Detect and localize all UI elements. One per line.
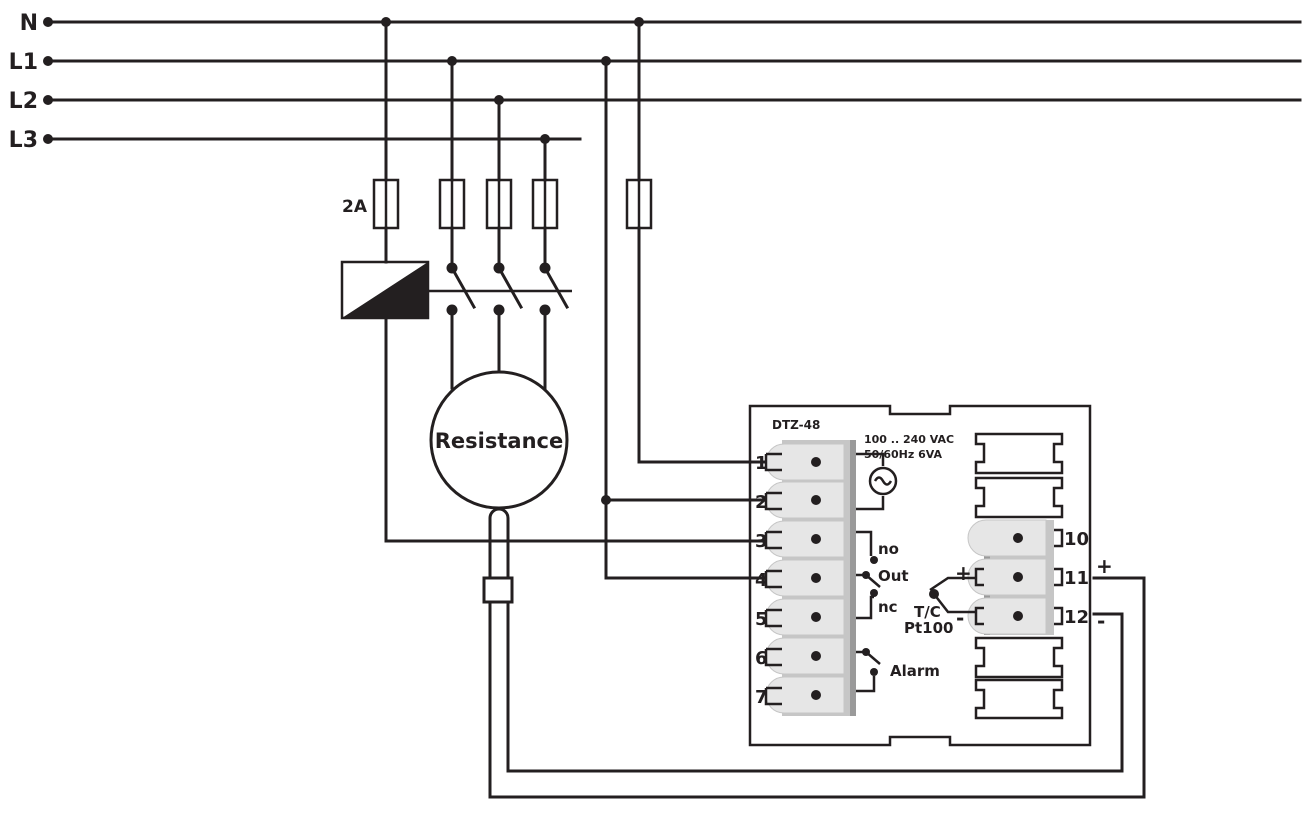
left-terminal-numbers: 1 2 3 4 5 6 7 (755, 453, 768, 708)
left-terminal-stubs (764, 452, 782, 706)
screw-terminal-6 (765, 637, 845, 675)
sensor-label-pt100: Pt100 (904, 619, 953, 637)
contact-label-no: no (878, 540, 899, 558)
polarity-minus-input: - (956, 606, 964, 630)
controller-device: DTZ-48 100 .. 240 VAC 50/60Hz 6VA 1 2 3 … (748, 404, 1092, 747)
resistance-label: Resistance (435, 429, 563, 453)
screw-terminal-10 (967, 519, 1047, 557)
screw-terminal-4 (765, 559, 845, 597)
bus-label-n: N (20, 11, 38, 36)
contactor (340, 260, 572, 390)
contact-label-out: Out (878, 567, 909, 585)
screw-terminals-left (765, 443, 845, 714)
fuse-l2 (485, 178, 513, 230)
screw-terminal-12 (967, 597, 1047, 635)
bus-label-l3: L3 (9, 128, 38, 153)
terminal-10: 10 (1064, 529, 1089, 550)
terminal-2: 2 (755, 492, 768, 513)
bus-label-l2: L2 (9, 89, 38, 114)
contact-label-nc: nc (878, 598, 898, 616)
screw-terminal-11 (967, 558, 1047, 596)
right-terminal-block (967, 432, 1064, 720)
contact-label-alarm: Alarm (890, 662, 940, 680)
drops (381, 17, 768, 580)
polarity-minus-probe: - (1097, 609, 1105, 633)
terminal-4: 4 (755, 570, 768, 591)
fuse-supply (625, 178, 653, 230)
terminal-6: 6 (755, 648, 768, 669)
fuses: 2A (342, 178, 653, 230)
screw-terminal-2 (765, 481, 845, 519)
contactor-poles (446, 262, 570, 316)
unused-slots-top (974, 432, 1064, 519)
terminal-7: 7 (755, 687, 768, 708)
supply-voltage-label: 100 .. 240 VAC (864, 433, 954, 446)
resistance-load: Resistance (429, 370, 569, 510)
temperature-probe (482, 507, 1146, 799)
terminal-11: 11 (1064, 568, 1089, 589)
contactor-coil (340, 260, 430, 320)
screw-terminal-7 (765, 676, 845, 714)
bus-label-l1: L1 (9, 50, 38, 75)
fuse-coil (372, 178, 400, 230)
terminal-12: 12 (1064, 607, 1089, 628)
left-terminal-block (765, 440, 856, 716)
internal-wiring (856, 452, 898, 693)
polarity-plus-probe: + (1096, 554, 1113, 578)
screw-terminal-1 (765, 443, 845, 481)
sensor-input-symbol (929, 576, 976, 614)
fuse-rating-label: 2A (342, 197, 368, 217)
device-model-label: DTZ-48 (772, 418, 820, 432)
terminal-3: 3 (755, 531, 768, 552)
terminal-1: 1 (755, 453, 768, 474)
terminal-5: 5 (755, 609, 768, 630)
screw-terminal-3 (765, 520, 845, 558)
screw-terminals-right (967, 519, 1047, 635)
sensor-label-tc: T/C (914, 603, 941, 621)
polarity-plus-input: + (955, 561, 972, 585)
fuse-l1 (438, 178, 466, 230)
fuse-l3 (531, 178, 559, 230)
unused-slots-bottom (974, 636, 1064, 720)
bus-lines: N L1 L2 L3 (9, 11, 1302, 153)
screw-terminal-5 (765, 598, 845, 636)
